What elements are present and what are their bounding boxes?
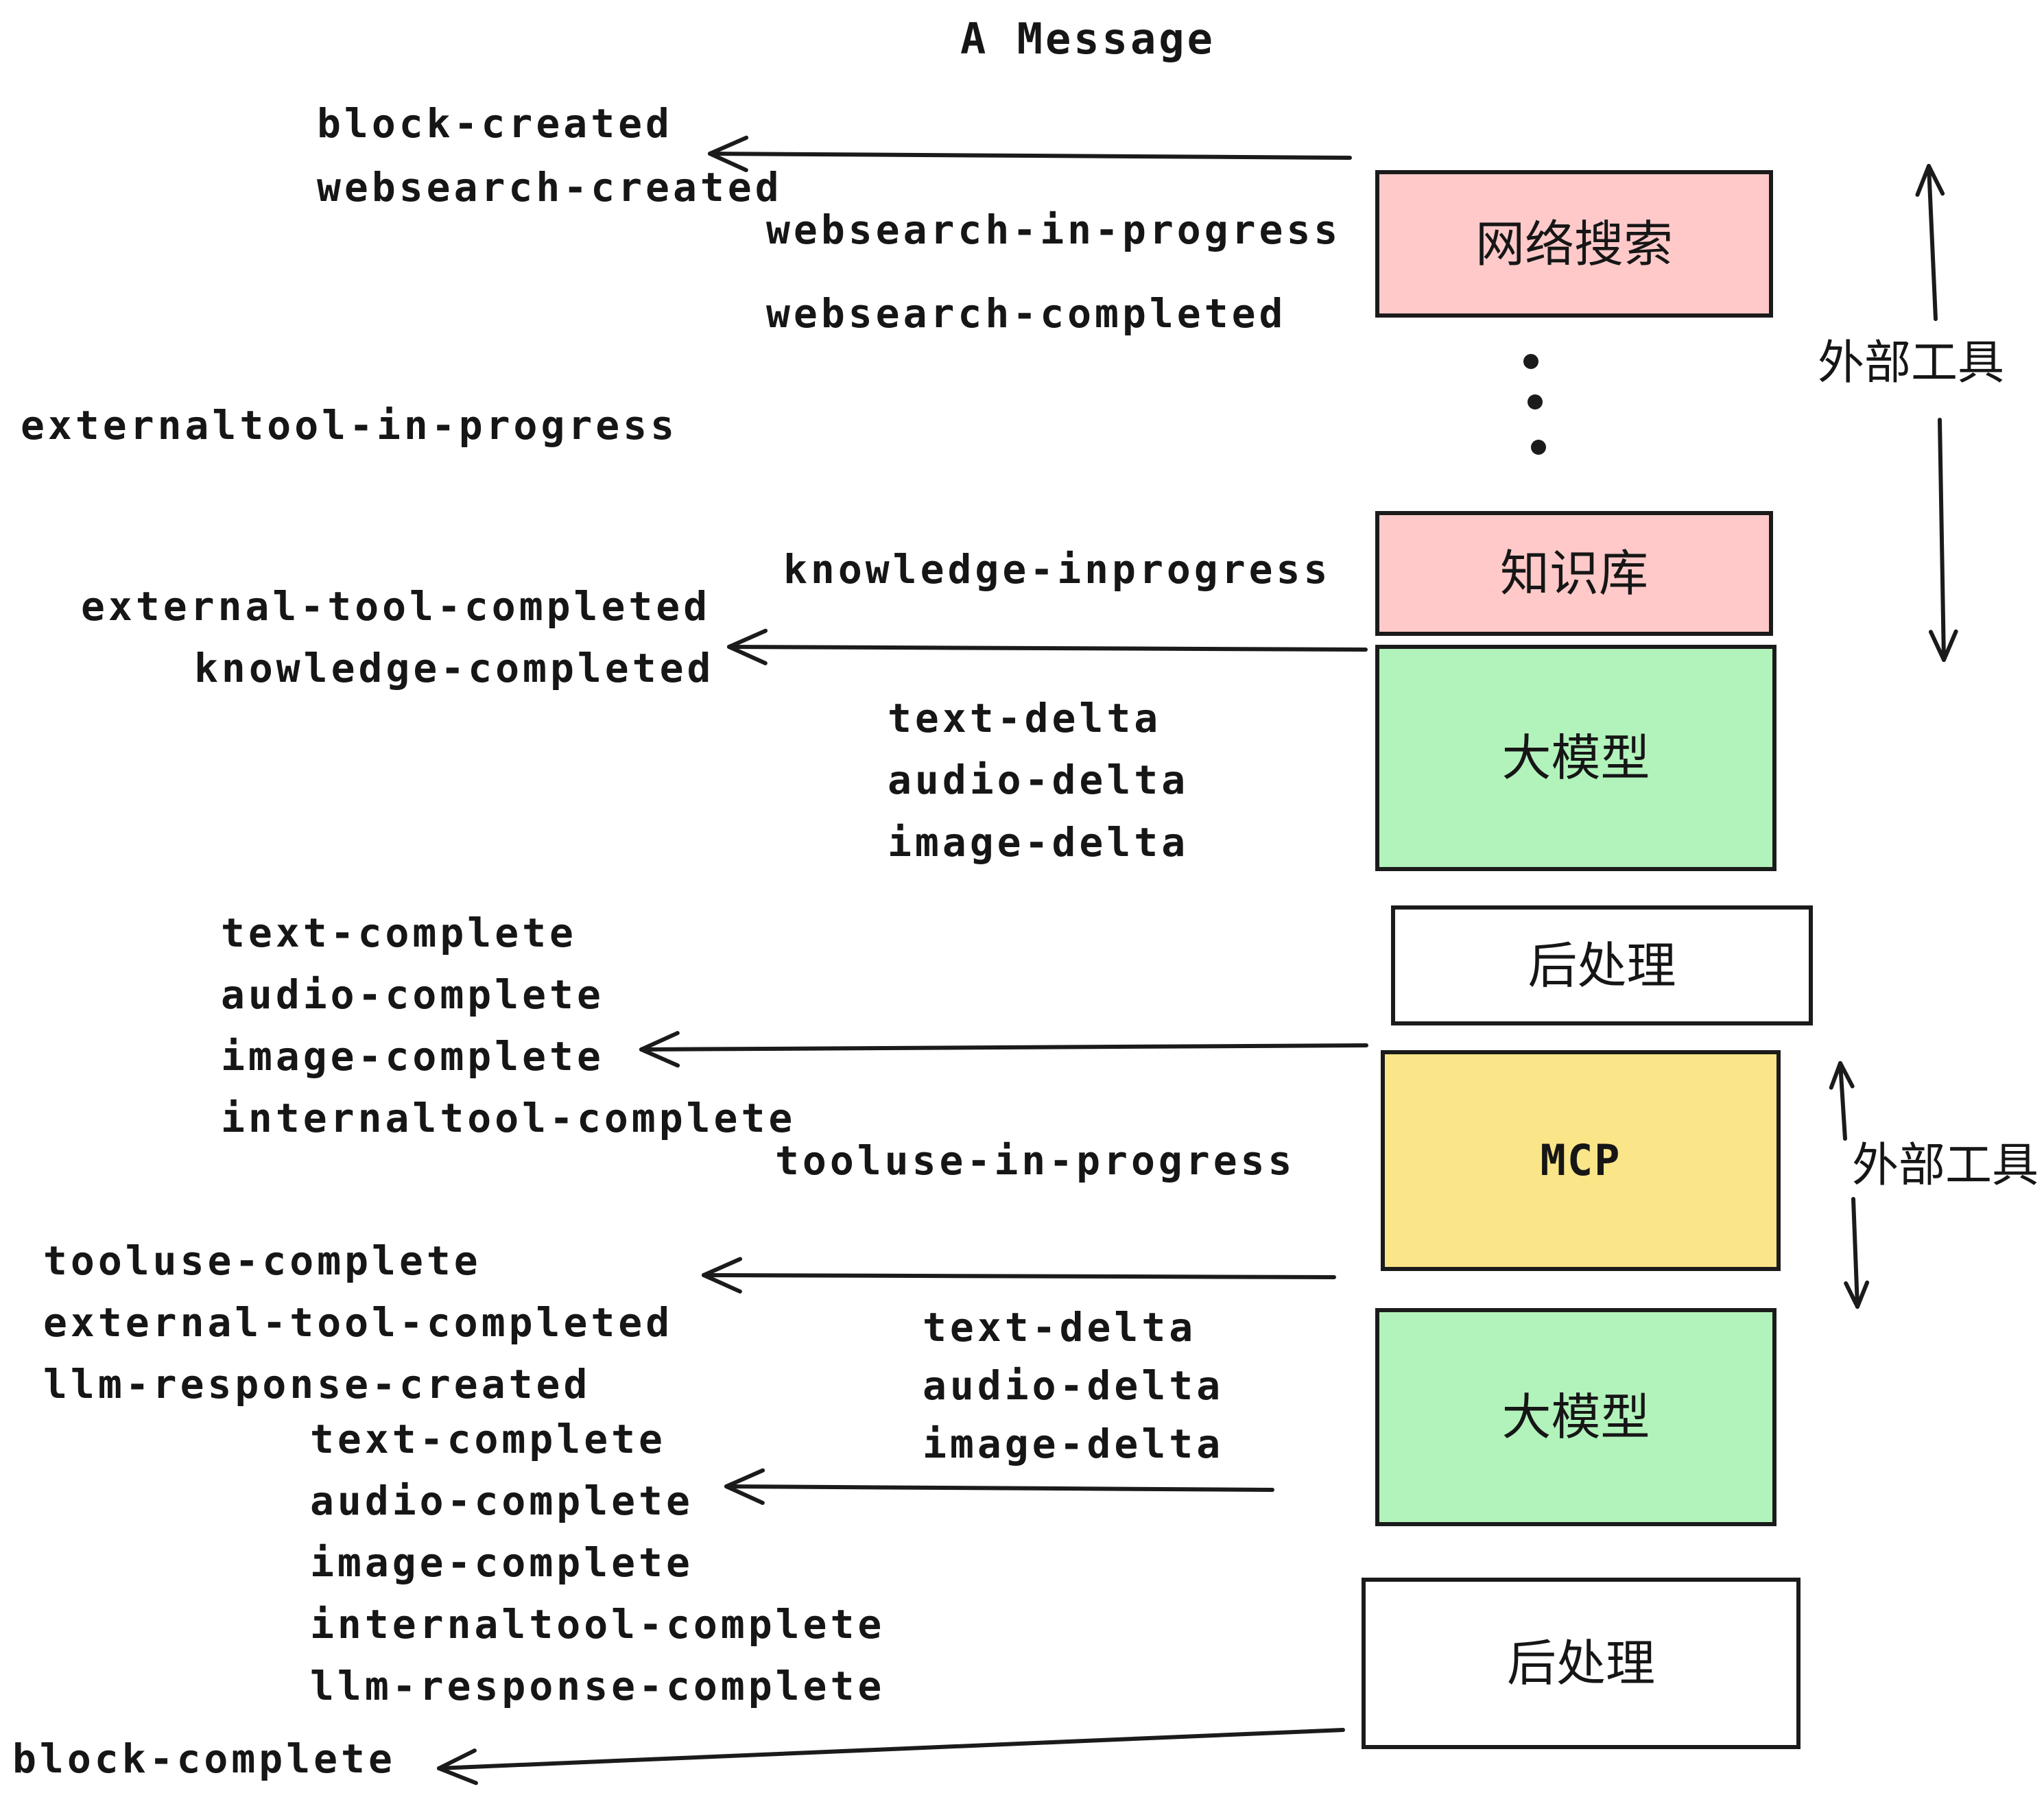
llm-box-1-label: 大模型	[1501, 729, 1650, 787]
external-tools-down-arrow-2	[1844, 1197, 1870, 1309]
event-label-image-complete: image-complete	[310, 1539, 693, 1586]
event-label-websearch-completed: websearch-completed	[766, 290, 1287, 337]
event-label-image-delta: image-delta	[923, 1421, 1224, 1467]
event-label-block-complete: block-complete	[12, 1735, 396, 1782]
event-label-tooluse-complete: tooluse-complete	[43, 1237, 482, 1284]
event-label-image-complete: image-complete	[221, 1033, 604, 1080]
ellipsis-dot-3	[1531, 440, 1546, 455]
event-label-image-delta: image-delta	[888, 819, 1189, 866]
event-label-external-tool-completed: external-tool-completed	[43, 1299, 674, 1346]
llm-box-2: 大模型	[1375, 1308, 1776, 1526]
external-tools-label-2: 外部工具	[1852, 1139, 2039, 1193]
audio-complete-arrow	[724, 1468, 1274, 1505]
event-label-external-tool-completed: external-tool-completed	[81, 583, 711, 630]
event-label-llm-response-created: llm-response-created	[43, 1361, 591, 1408]
tooluse-complete-arrow	[702, 1257, 1336, 1294]
event-label-internaltool-complete: internaltool-complete	[310, 1601, 886, 1648]
websearch-box: 网络搜索	[1375, 170, 1773, 318]
event-label-knowledge-inprogress: knowledge-inprogress	[783, 546, 1331, 593]
llm-box-2-label: 大模型	[1501, 1388, 1650, 1446]
event-label-audio-complete: audio-complete	[310, 1477, 693, 1524]
event-label-tooluse-in-progress: tooluse-in-progress	[775, 1137, 1296, 1184]
external-tools-up-arrow-1	[1915, 164, 1945, 321]
postprocess-box-2-label: 后处理	[1506, 1635, 1655, 1692]
knowledge-box: 知识库	[1375, 511, 1773, 636]
event-label-externaltool-in-progress: externaltool-in-progress	[21, 402, 678, 449]
external-tools-down-arrow-1	[1928, 418, 1958, 662]
external-tools-up-arrow-2	[1829, 1061, 1855, 1141]
event-label-websearch-created: websearch-created	[317, 164, 783, 211]
image-complete-arrow	[639, 1031, 1368, 1068]
event-label-audio-delta: audio-delta	[888, 757, 1189, 803]
postprocess-box-1: 后处理	[1391, 905, 1813, 1025]
knowledge-box-label: 知识库	[1499, 545, 1648, 602]
llm-box-1: 大模型	[1375, 645, 1776, 871]
ellipsis-dot-1	[1523, 354, 1538, 369]
websearch-box-label: 网络搜索	[1475, 215, 1673, 273]
event-label-knowledge-completed: knowledge-completed	[194, 645, 715, 691]
knowledge-completed-arrow	[727, 628, 1368, 665]
postprocess-box-2: 后处理	[1362, 1578, 1801, 1749]
postprocess-box-1-label: 后处理	[1528, 936, 1676, 995]
block-complete-arrow	[437, 1728, 1345, 1785]
diagram-title: A Message	[960, 14, 1215, 64]
event-label-text-delta: text-delta	[888, 695, 1162, 741]
event-label-text-complete: text-complete	[310, 1416, 666, 1462]
event-label-text-complete: text-complete	[221, 910, 577, 956]
mcp-box-label: MCP	[1540, 1135, 1621, 1185]
event-label-block-created: block-created	[317, 100, 673, 147]
event-label-internaltool-complete: internaltool-complete	[221, 1095, 796, 1141]
event-label-llm-response-complete: llm-response-complete	[310, 1663, 886, 1709]
ellipsis-dot-2	[1528, 394, 1543, 410]
external-tools-label-1: 外部工具	[1818, 336, 2005, 390]
event-label-audio-delta: audio-delta	[923, 1362, 1224, 1409]
event-label-text-delta: text-delta	[923, 1304, 1197, 1351]
event-label-websearch-in-progress: websearch-in-progress	[766, 206, 1342, 253]
block-created-arrow	[708, 135, 1352, 172]
mcp-box: MCP	[1381, 1050, 1781, 1271]
event-label-audio-complete: audio-complete	[221, 971, 604, 1018]
